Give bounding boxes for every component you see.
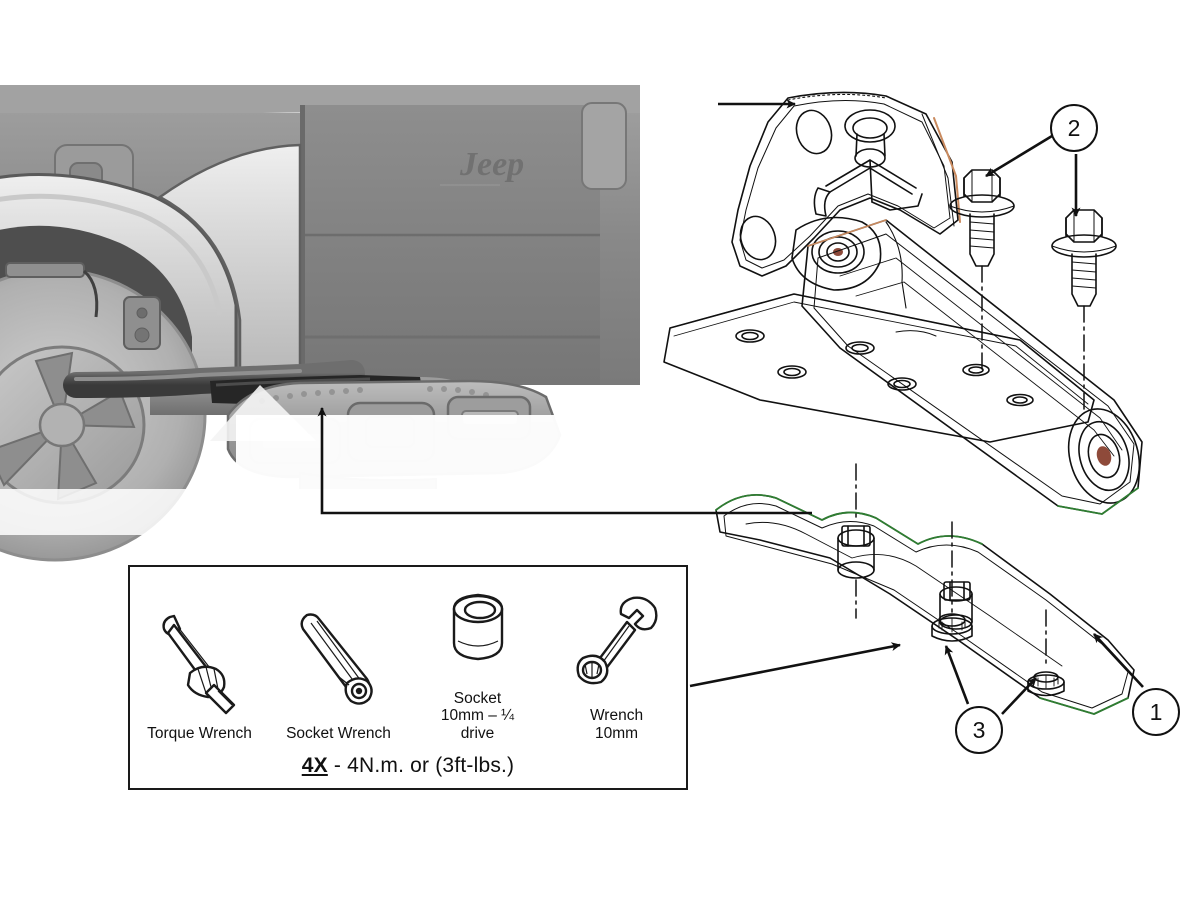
exhaust-tip-valance <box>715 493 1135 715</box>
rear-quarter-view-photo: Jeep <box>0 85 640 562</box>
hanger-bracket <box>731 91 961 291</box>
valance-stud-left <box>837 525 875 579</box>
callout-number-1: 1 <box>1149 698 1163 725</box>
jeep-badge-text: Jeep <box>459 146 524 183</box>
valance-stud-right <box>939 581 973 630</box>
exhaust-pipe <box>63 360 365 398</box>
tool-label-socket-wrench: Socket Wrench <box>286 724 391 742</box>
torque-specification: 4X - 4N.m. or (3ft-lbs.) <box>130 754 686 778</box>
tool-socket-wrench: Socket Wrench <box>274 577 404 742</box>
exhaust-pipe-highlight <box>74 369 302 381</box>
suspension-details <box>5 262 161 350</box>
callout-bubble-1[interactable]: 1 <box>1132 688 1180 736</box>
socket-icon <box>438 577 518 686</box>
torque-wrench-icon <box>154 606 246 721</box>
callout-bubble-3[interactable]: 3 <box>955 706 1003 754</box>
flare-highlight <box>0 193 223 316</box>
wheel-hub <box>38 402 86 448</box>
combination-wrench-icon <box>571 588 663 703</box>
hex-flange-bolt-right <box>1051 209 1117 307</box>
callout-number-3: 3 <box>972 716 986 743</box>
tool-combination-wrench: Wrench 10mm <box>552 577 682 742</box>
hex-flange-nut-right <box>1027 671 1065 697</box>
tool-torque-wrench: Torque Wrench <box>135 577 265 742</box>
assembly-centerlines <box>855 265 1085 669</box>
taillamp-right <box>581 102 627 190</box>
exhaust-tailpipe-body <box>801 219 1143 515</box>
tool-label-combination-wrench: Wrench 10mm <box>589 707 644 742</box>
tools-row: Torque Wrench <box>130 577 686 742</box>
torque-value: 4N.m. or (3ft-lbs.) <box>347 754 515 777</box>
required-tools-panel: Torque Wrench <box>128 565 688 790</box>
socket-wrench-icon <box>293 606 385 721</box>
tool-socket: Socket 10mm – ¼ drive <box>413 577 543 742</box>
callout-bubble-2[interactable]: 2 <box>1050 104 1098 152</box>
jeep-badge: Jeep <box>440 146 524 186</box>
tailgate-panel <box>300 105 600 385</box>
frame-mount-plate <box>663 293 1095 443</box>
exploded-exhaust-tip-assembly <box>663 70 1200 790</box>
callout-number-2: 2 <box>1067 114 1081 141</box>
torque-separator: - <box>327 754 348 777</box>
tool-label-torque-wrench: Torque Wrench <box>147 724 252 742</box>
hex-flange-nut-left <box>931 613 973 642</box>
tool-label-socket: Socket 10mm – ¼ drive <box>440 689 515 742</box>
torque-quantity: 4X <box>301 754 328 777</box>
